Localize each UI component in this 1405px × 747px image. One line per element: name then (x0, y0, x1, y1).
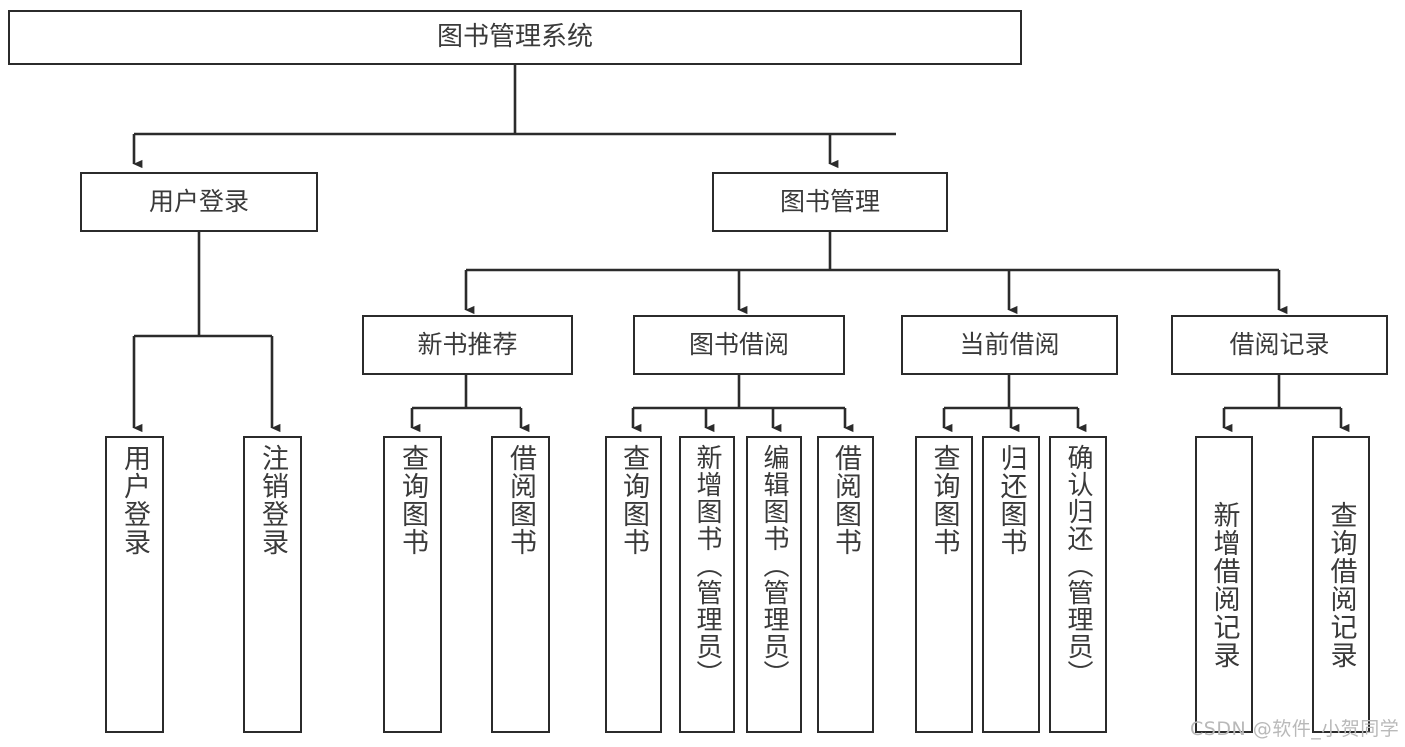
leaf-current-borrow-query-books[interactable]: 查询图书 (915, 436, 973, 733)
node-user-login[interactable]: 用户登录 (80, 172, 318, 232)
node-label: 查询图书 (397, 444, 428, 556)
node-book-borrowing[interactable]: 图书借阅 (633, 315, 845, 375)
node-label: 新增借阅记录 (1208, 500, 1240, 669)
node-label: 编辑图书（管理员） (759, 444, 789, 687)
node-label: 当前借阅 (959, 330, 1060, 360)
node-label: 确认归还（管理员） (1063, 444, 1093, 687)
leaf-new-book-query-books[interactable]: 查询图书 (383, 436, 442, 733)
node-label: 注销登录 (257, 444, 288, 556)
node-label: 查询借阅记录 (1325, 500, 1357, 669)
node-new-book-recommendation[interactable]: 新书推荐 (362, 315, 573, 375)
leaf-new-book-borrow-books[interactable]: 借阅图书 (491, 436, 550, 733)
node-label: 图书管理 (779, 187, 880, 217)
node-label: 查询图书 (618, 444, 649, 556)
leaf-user-login-login[interactable]: 用户登录 (105, 436, 164, 733)
node-current-borrowing[interactable]: 当前借阅 (901, 315, 1118, 375)
node-book-management[interactable]: 图书管理 (712, 172, 948, 232)
node-label: 图书借阅 (688, 330, 789, 360)
node-label: 新书推荐 (417, 330, 518, 360)
leaf-book-borrow-add-book-admin[interactable]: 新增图书（管理员） (679, 436, 735, 733)
node-label: 用户登录 (148, 187, 249, 217)
leaf-current-borrow-confirm-return-admin[interactable]: 确认归还（管理员） (1049, 436, 1107, 733)
node-label: 查询图书 (928, 444, 960, 556)
node-label: 归还图书 (995, 444, 1027, 556)
leaf-borrow-record-add-record[interactable]: 新增借阅记录 (1195, 436, 1253, 733)
node-label: 借阅图书 (505, 444, 536, 556)
node-label: 用户登录 (119, 444, 150, 556)
node-label: 借阅图书 (830, 444, 861, 556)
leaf-book-borrow-borrow-books[interactable]: 借阅图书 (817, 436, 874, 733)
node-label: 借阅记录 (1229, 330, 1330, 360)
node-borrowing-record[interactable]: 借阅记录 (1171, 315, 1388, 375)
leaf-user-login-logout[interactable]: 注销登录 (243, 436, 302, 733)
leaf-current-borrow-return-books[interactable]: 归还图书 (982, 436, 1040, 733)
leaf-book-borrow-edit-book-admin[interactable]: 编辑图书（管理员） (746, 436, 802, 733)
node-label: 新增图书（管理员） (692, 444, 722, 687)
leaf-borrow-record-query-record[interactable]: 查询借阅记录 (1312, 436, 1370, 733)
node-label: 图书管理系统 (436, 22, 593, 53)
csdn-watermark: CSDN @软件_小贺同学 (1190, 718, 1400, 740)
leaf-book-borrow-query-books[interactable]: 查询图书 (605, 436, 662, 733)
node-root-book-management-system[interactable]: 图书管理系统 (8, 10, 1022, 65)
